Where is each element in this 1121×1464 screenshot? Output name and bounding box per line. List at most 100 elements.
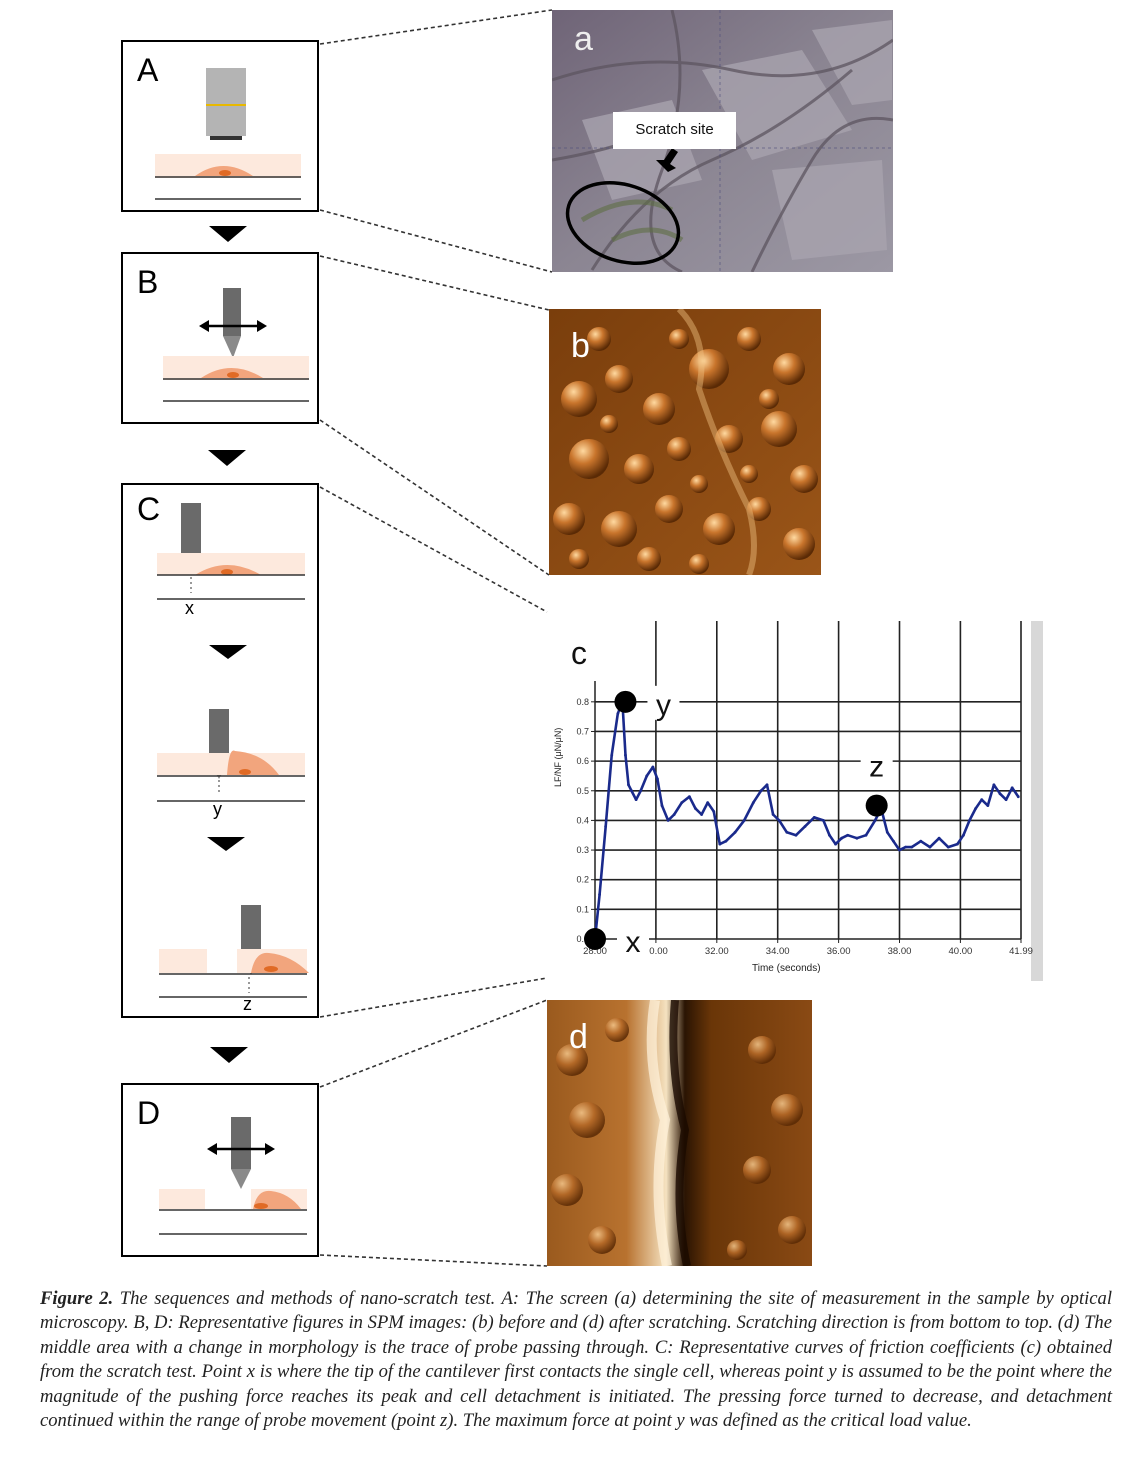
callout-box [613,112,736,149]
panel-letter-b: b [571,327,590,365]
panel-letter-a: a [574,20,593,58]
chart-data-point [968,819,971,822]
chart-x-tick-label: 41.99 [1009,946,1033,957]
medium-layer-left [159,1189,205,1209]
chart-data-point [937,836,941,840]
chart-data-point [598,893,601,896]
cell-nucleus [264,966,278,972]
connector-a-top [319,9,553,45]
probe-body [223,288,241,336]
sequence-arrow-1 [209,226,247,242]
schematic-box-d: D [121,1083,319,1257]
box-letter-b: B [137,264,159,300]
chart-data-point [624,753,627,757]
step-label-z: z [243,994,252,1014]
chart-data-point [864,833,868,837]
chart-data-point [651,765,655,769]
chart-edge-shadow [1031,621,1043,981]
chart-data-point [910,845,914,849]
chart-data-point [759,789,763,793]
chart-data-point [980,798,984,802]
chart-data-point [724,839,728,843]
arrow-left-icon [199,320,209,332]
chart-data-point [898,848,901,852]
cell-nucleus [219,170,231,176]
chart-point-label-bg [860,747,893,782]
chart-data-point [855,836,859,840]
chart-x-axis-label: Time (seconds) [752,963,821,974]
chart-data-point [821,819,825,822]
arrow-right-icon [257,320,267,332]
chart-data-point [687,795,691,799]
chart-y-tick-label: 0.6 [576,756,589,766]
box-letter-a: A [137,52,159,88]
chart-data-point [742,819,746,822]
connector-b-top [319,255,550,311]
chart-point-label-bg [617,923,649,957]
chart-data-point [955,842,959,846]
chart-y-tick-label: 0.4 [576,815,589,825]
chart-data-point [706,801,710,805]
chart-data-point [1016,795,1020,799]
probe-scan-illustration [163,288,309,402]
connector-c-bottom [319,977,548,1018]
probe-body [181,503,201,555]
chart-data-point [639,789,643,793]
connector-d-top [319,999,548,1088]
step-label-y: y [213,799,222,819]
chart-data-point [634,798,638,802]
chart-data-point [694,807,697,810]
chart-data-point [666,819,670,822]
chart-x-tick-label: 28.00 [583,946,607,957]
probe-tip [223,336,241,358]
chart-data-point [656,777,659,781]
objective-lens [206,68,246,136]
schematic-box-c: C x y z [121,483,319,1018]
chart-data-point [828,833,831,837]
chart-point-label-x: x [626,926,641,959]
chart-data-point [672,813,676,816]
scratch-site-ellipse [565,181,681,265]
panel-letter-c: c [571,635,587,671]
sequence-arrow [209,645,247,659]
chart-y-tick-label: 0.3 [576,845,589,855]
chart-data-point [974,807,978,810]
chart-data-point [645,774,649,778]
scratch-sequence-illustration [157,503,309,998]
callout-arrow-icon [656,148,678,172]
chart-point-label-bg [647,685,680,720]
sequence-arrow-2 [208,450,246,466]
chart-data-point [660,804,664,807]
chart-y-tick-label: 0.0 [576,934,589,944]
chart-y-tick-label: 0.1 [576,904,589,914]
chart-x-tick-label: 32.00 [705,946,729,957]
cell-nucleus [221,569,233,575]
chart-y-tick-label: 0.2 [576,875,589,885]
chart-data-point [785,830,789,834]
probe-body [209,709,229,761]
panel-a-optical-image: a Scratch site [552,10,893,272]
chart-data-point [794,833,798,837]
chart-data-point [928,845,932,849]
objective-lens-illustration [155,68,301,200]
chart-data-point [840,836,844,840]
figure-label: Figure 2. [40,1288,114,1309]
chart-data-point [986,804,990,807]
chart-data-point [992,783,996,787]
chart-data-point [765,783,769,787]
cell-shape-deformed [227,750,279,775]
connector-b-bottom [319,419,550,576]
chart-y-tick-label: 0.8 [576,697,589,707]
chart-y-tick-label: 0.5 [576,786,589,796]
chart-data-point [712,810,716,813]
chart-data-point [998,792,1002,796]
chart-x-tick-label: 38.00 [888,946,912,957]
schematic-box-b: B [121,252,319,424]
chart-data-point [604,824,608,828]
box-letter-c: C [137,491,161,527]
arrow-left-icon [207,1143,217,1155]
panel-b-spm-before: b [549,309,821,575]
chart-point-label-y: y [656,689,671,722]
